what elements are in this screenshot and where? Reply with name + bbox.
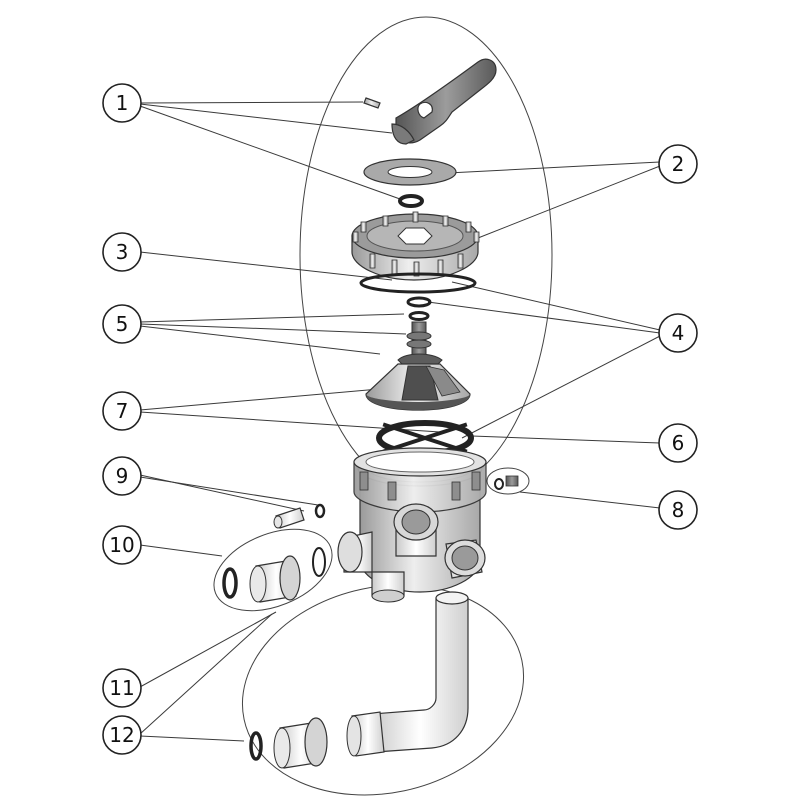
part-union-fitting (249, 555, 301, 603)
exploded-group-outline-pipe (241, 584, 525, 796)
part-shaft-o-ring-mid (408, 311, 430, 321)
part-rotor (365, 363, 471, 411)
callout-8-label: 8 (672, 498, 685, 522)
part-shaft (397, 321, 443, 367)
part-cover (351, 211, 480, 281)
part-plug-o-ring (314, 503, 326, 519)
callout-4: 4 (658, 313, 698, 353)
callout-3: 3 (102, 232, 142, 272)
part-small-washer (398, 194, 424, 208)
callout-2-label: 2 (672, 152, 685, 176)
part-union-o-ring-left (222, 567, 238, 599)
part-cover-o-ring (359, 272, 477, 294)
part-union-o-ring-right (312, 547, 326, 577)
callout-1-label: 1 (116, 91, 129, 115)
callout-10-label: 10 (109, 533, 134, 557)
part-handle (391, 58, 497, 145)
part-pipe-o-ring (249, 731, 263, 761)
part-gasket-ring (363, 158, 457, 186)
part-elbow-pipe (346, 591, 469, 757)
leader-lines (139, 101, 661, 742)
part-shaft-o-ring-top (406, 296, 432, 308)
callout-12: 12 (102, 715, 142, 755)
callout-7: 7 (102, 391, 142, 431)
callout-6: 6 (658, 423, 698, 463)
callout-10: 10 (102, 525, 142, 565)
callout-5-label: 5 (116, 312, 129, 336)
callout-8: 8 (658, 490, 698, 530)
part-plug (273, 507, 305, 529)
callout-4-label: 4 (672, 321, 685, 345)
exploded-group-outline-fitting (486, 467, 530, 495)
callout-12-label: 12 (109, 723, 134, 747)
callout-1: 1 (102, 83, 142, 123)
callout-2: 2 (658, 144, 698, 184)
callout-11: 11 (102, 668, 142, 708)
callout-7-label: 7 (116, 399, 129, 423)
part-pin (363, 97, 381, 109)
callout-3-label: 3 (116, 240, 129, 264)
part-valve-body (337, 447, 487, 603)
part-pipe-union (273, 717, 328, 769)
callout-6-label: 6 (672, 431, 685, 455)
callout-9-label: 9 (116, 464, 129, 488)
callout-9: 9 (102, 456, 142, 496)
callout-11-label: 11 (109, 676, 134, 700)
part-small-fitting (494, 475, 519, 490)
callout-5: 5 (102, 304, 142, 344)
exploded-group-outline-union (213, 528, 333, 612)
